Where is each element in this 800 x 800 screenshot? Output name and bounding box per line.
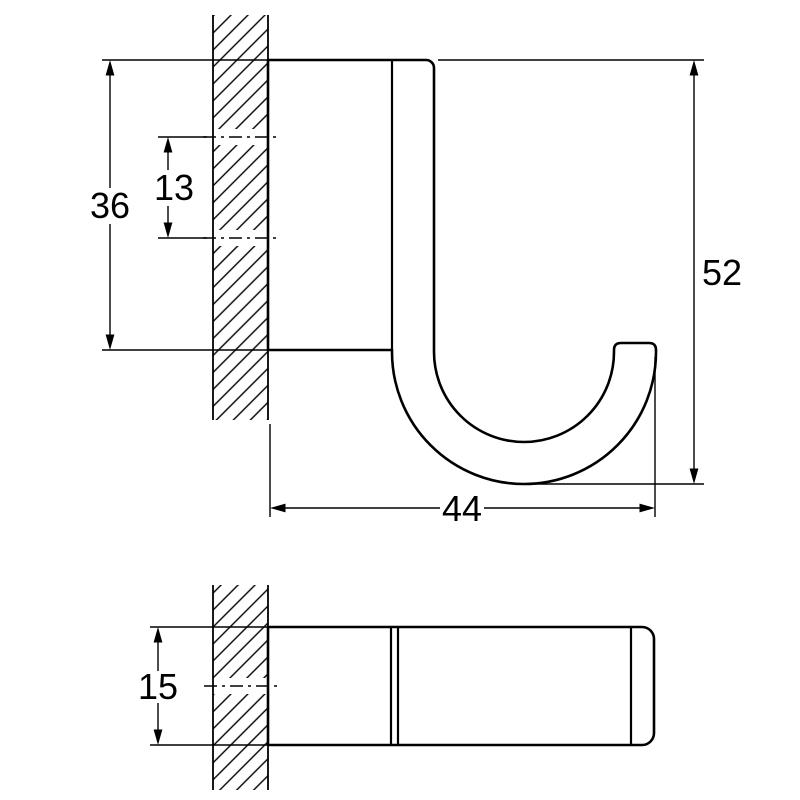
dim36-arrowhead-up: [105, 60, 115, 76]
hole-centerlines: [158, 136, 281, 239]
dimension-36: [102, 59, 268, 351]
hook-top-profile: [266, 625, 656, 747]
dim15-arrowhead-up: [153, 627, 163, 643]
hook-side-profile: [266, 58, 658, 486]
dim52-arrowhead-down: [689, 468, 699, 484]
dim13-arrowhead-down: [163, 222, 173, 238]
wall-hatch-side: [213, 15, 268, 420]
dim52-arrowhead-up: [689, 60, 699, 76]
dimension-13: [163, 137, 173, 238]
dimension-13-label: 13: [154, 167, 194, 208]
dim15-arrowhead-down: [153, 729, 163, 745]
dimension-52: [438, 59, 704, 485]
dim44-arrowhead-left: [270, 503, 286, 513]
wall-section-side: [210, 15, 271, 420]
wall-section-top: [210, 585, 271, 790]
dimension-15-label: 15: [138, 666, 178, 707]
dimension-52-label: 52: [702, 252, 742, 293]
dim36-arrowhead-down: [105, 334, 115, 350]
side-view: 36 13 52 44: [90, 15, 742, 529]
dimension-15: [150, 626, 268, 746]
dim44-arrowhead-right: [639, 503, 655, 513]
dimension-44: [269, 357, 656, 517]
top-view: 15: [138, 585, 656, 790]
dimension-36-label: 36: [90, 185, 130, 226]
dimension-44-label: 44: [442, 488, 482, 529]
dim13-arrowhead-up: [163, 137, 173, 153]
